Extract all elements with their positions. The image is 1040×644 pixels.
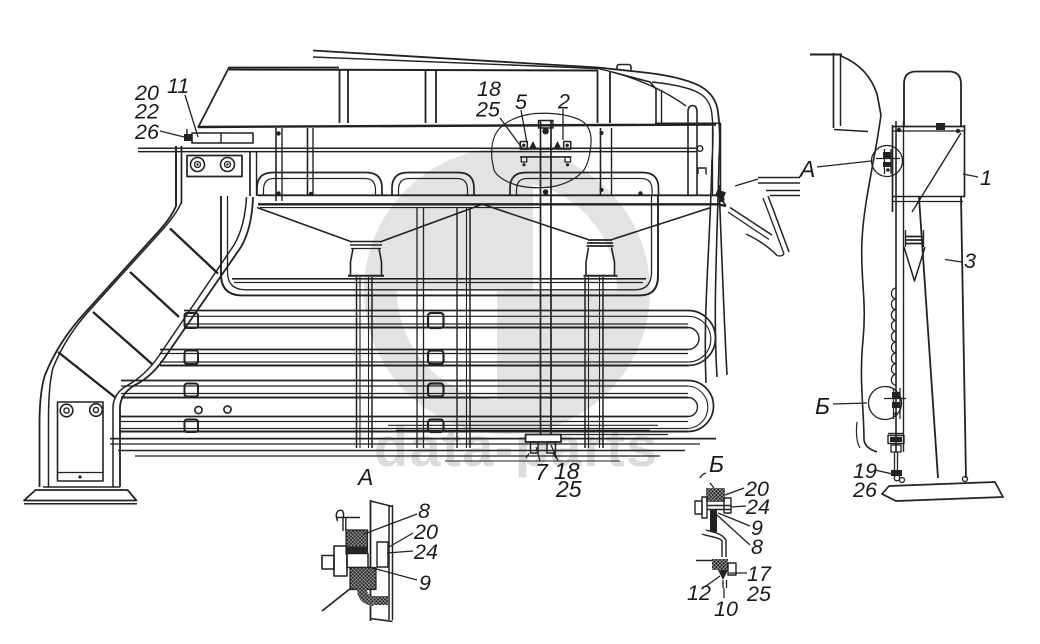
svg-text:17: 17 bbox=[747, 562, 772, 586]
svg-text:25: 25 bbox=[746, 582, 772, 606]
svg-text:22: 22 bbox=[134, 100, 159, 124]
svg-text:20: 20 bbox=[134, 81, 159, 105]
svg-text:20: 20 bbox=[744, 477, 769, 501]
svg-text:8: 8 bbox=[751, 535, 763, 559]
svg-text:24: 24 bbox=[745, 495, 770, 519]
svg-text:8: 8 bbox=[418, 499, 430, 523]
svg-text:А: А bbox=[356, 464, 373, 490]
svg-text:5: 5 bbox=[515, 90, 528, 114]
svg-text:25: 25 bbox=[555, 476, 582, 502]
svg-text:24: 24 bbox=[413, 540, 438, 564]
svg-text:19: 19 bbox=[853, 459, 877, 483]
svg-text:26: 26 bbox=[852, 478, 877, 502]
svg-text:9: 9 bbox=[419, 571, 431, 595]
svg-text:25: 25 bbox=[475, 98, 501, 122]
svg-text:11: 11 bbox=[167, 74, 189, 98]
svg-text:А: А bbox=[798, 156, 815, 182]
svg-text:7: 7 bbox=[535, 459, 549, 485]
svg-text:18: 18 bbox=[477, 77, 501, 101]
svg-text:1: 1 bbox=[980, 166, 992, 190]
svg-text:10: 10 bbox=[714, 597, 738, 621]
svg-text:26: 26 bbox=[134, 120, 159, 144]
svg-text:9: 9 bbox=[751, 516, 763, 540]
svg-text:2: 2 bbox=[557, 90, 570, 114]
svg-text:18: 18 bbox=[554, 458, 580, 484]
svg-text:20: 20 bbox=[413, 520, 438, 544]
svg-text:3: 3 bbox=[964, 249, 976, 273]
svg-text:Б: Б bbox=[815, 393, 830, 419]
svg-text:Б: Б bbox=[709, 451, 724, 477]
svg-text:12: 12 bbox=[687, 581, 711, 605]
